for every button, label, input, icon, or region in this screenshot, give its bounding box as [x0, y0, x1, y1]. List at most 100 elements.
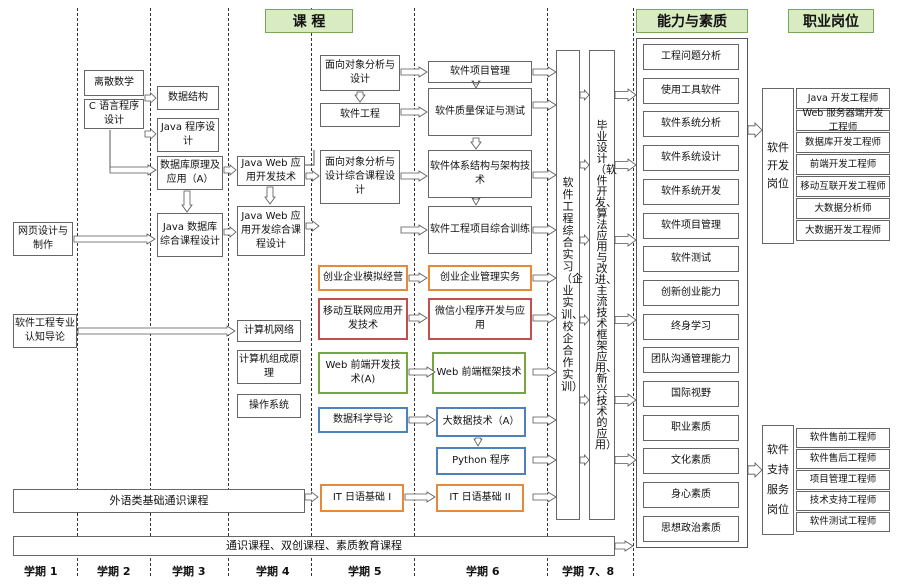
- course-label: 软件项目管理: [450, 66, 510, 77]
- ability-item: 身心素质: [643, 482, 739, 508]
- course-label: C 语言程序设计: [88, 101, 140, 126]
- course-software-engineering: 软件工程: [320, 103, 400, 127]
- ability-item: 软件系统分析: [643, 111, 739, 137]
- job-item: 移动互联开发工程师: [796, 176, 890, 197]
- ability-item: 团队沟通管理能力: [643, 347, 739, 373]
- job-item: 软件测试工程师: [796, 512, 890, 532]
- ability-label: 职业素质: [671, 422, 711, 433]
- course-intro-web: 网页设计与制作: [13, 222, 73, 256]
- flow-arrow: [532, 169, 557, 181]
- flow-arrow: [532, 366, 557, 378]
- flow-arrow: [400, 224, 428, 236]
- flow-arrow: [532, 66, 557, 78]
- course-big-data: 大数据技术（A）: [436, 407, 526, 437]
- ability-item: 创新创业能力: [643, 280, 739, 306]
- ability-label: 软件测试: [671, 253, 711, 264]
- flow-arrow: [532, 224, 557, 236]
- job-item: Java 开发工程师: [796, 88, 890, 109]
- job-item: 大数据分析师: [796, 198, 890, 219]
- flow-arrow: [579, 453, 590, 467]
- job-label: 技术支持工程师: [809, 495, 877, 506]
- course-label: 软件工程: [340, 109, 380, 120]
- semester-label: 学期 5: [348, 565, 382, 578]
- ability-item: 使用工具软件: [643, 78, 739, 104]
- course-db-design: Java 数据库综合课程设计: [157, 213, 223, 257]
- support-jobs-category-label: 软件支持服务岗位: [767, 443, 789, 516]
- courses-header: 课 程: [265, 9, 353, 33]
- ability-item: 软件测试: [643, 246, 739, 272]
- course-java: Java 程序设计: [157, 118, 219, 152]
- ability-label: 软件系统分析: [661, 118, 721, 129]
- course-python: Python 程序: [436, 447, 526, 475]
- flow-arrow: [614, 540, 634, 552]
- flow-arrow: [109, 164, 157, 176]
- semester-label: 学期 4: [256, 565, 290, 578]
- course-intro-se: 软件工程专业认知导论: [13, 314, 77, 348]
- job-label: Java 开发工程师: [807, 92, 879, 104]
- course-data-structure: 数据结构: [157, 86, 219, 110]
- ability-label: 国际视野: [671, 388, 711, 399]
- course-oo-design: 面向对象分析与设计综合课程设计: [320, 150, 400, 204]
- job-item: 技术支持工程师: [796, 491, 890, 511]
- course-label: IT 日语基础 I: [332, 492, 392, 503]
- course-label: 外语类基础通识课程: [109, 494, 209, 507]
- flow-arrow: [408, 272, 428, 284]
- flow-arrow: [144, 92, 157, 104]
- course-discrete-math: 离散数学: [84, 70, 144, 96]
- ability-item: 软件项目管理: [643, 213, 739, 239]
- flow-arrow: [400, 170, 428, 182]
- course-label: 大数据技术（A）: [442, 416, 520, 427]
- course-label: Web 前端框架技术: [436, 367, 522, 378]
- course-internship: 软件工程综合实习（企业实训、校企合作实训）: [556, 50, 583, 520]
- course-label: 数据结构: [168, 92, 208, 103]
- course-c-language: C 语言程序设计: [84, 99, 144, 129]
- ability-label: 软件系统设计: [661, 152, 721, 163]
- course-label: 离散数学: [94, 77, 134, 88]
- abilities-header: 能力与素质: [636, 9, 748, 33]
- course-mobile-dev: 移动互联网应用开发技术: [318, 298, 408, 340]
- course-label: 操作系统: [249, 400, 289, 411]
- ability-item: 终身学习: [643, 314, 739, 340]
- flow-arrow: [144, 128, 157, 140]
- course-architecture: 软件体系结构与架构技术: [428, 150, 532, 198]
- course-label: 移动互联网应用开发技术: [323, 306, 403, 331]
- flow-arrow: [77, 325, 236, 337]
- course-label: 数据库原理及应用（A）: [160, 160, 220, 185]
- flow-arrow: [614, 453, 637, 467]
- semester-divider: [547, 8, 548, 576]
- course-os: 操作系统: [237, 394, 301, 418]
- course-label: 计算机组成原理: [239, 354, 299, 379]
- ability-item: 职业素质: [643, 415, 739, 441]
- course-oo-analysis: 面向对象分析与设计: [320, 55, 400, 91]
- course-label: 软件工程专业认知导论: [15, 318, 75, 343]
- course-startup-management: 创业企业管理实务: [428, 265, 532, 291]
- job-label: 数据库开发工程师: [804, 136, 881, 148]
- job-label: 大数据开发工程师: [804, 224, 881, 236]
- course-graduation-project: 毕业设计（软件开发、算法应用与改进、主流技术框架应用、新兴技术的应用）: [589, 50, 617, 520]
- course-label: Java Web 应用开发综合课程设计: [241, 211, 301, 250]
- course-label: Web 前端开发技术(A): [325, 360, 401, 385]
- job-label: 软件售前工程师: [809, 432, 877, 443]
- flow-arrow: [532, 272, 557, 284]
- ability-item: 软件系统开发: [643, 179, 739, 205]
- flow-arrow: [408, 312, 428, 324]
- flow-arrow: [354, 91, 366, 103]
- course-project-training: 软件工程项目综合训练: [428, 206, 532, 254]
- course-label: 微信小程序开发与应用: [435, 306, 525, 331]
- ability-label: 终身学习: [671, 321, 711, 332]
- flow-arrow: [614, 393, 637, 407]
- dev-jobs-category: 软件开发岗位: [762, 88, 794, 244]
- flow-arrow: [264, 186, 276, 205]
- course-label: 通识课程、双创课程、素质教育课程: [226, 539, 402, 552]
- job-label: 软件测试工程师: [809, 516, 877, 527]
- ability-label: 创新创业能力: [661, 287, 721, 298]
- flow-arrow: [223, 226, 237, 238]
- course-javaweb: Java Web 应用开发技术: [237, 156, 305, 186]
- course-label: 软件体系结构与架构技术: [430, 161, 530, 186]
- ability-label: 身心素质: [671, 489, 711, 500]
- job-label: 前端开发工程师: [809, 158, 877, 170]
- course-quality-testing: 软件质量保证与测试: [428, 88, 532, 136]
- course-it-japanese-1: IT 日语基础 I: [320, 484, 404, 512]
